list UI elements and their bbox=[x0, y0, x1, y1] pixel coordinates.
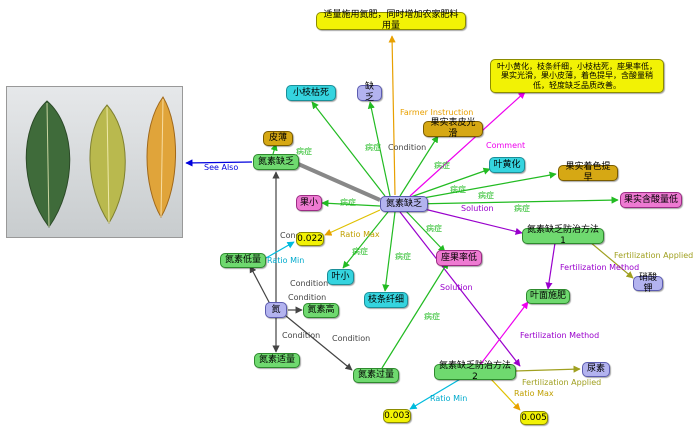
edge-condition-center bbox=[295, 161, 381, 202]
label-bingzheng-3: 病症 bbox=[434, 161, 450, 170]
label-comment: Comment bbox=[486, 141, 526, 150]
edge-guoliang-zuoguo bbox=[381, 261, 449, 369]
node-quefa[interactable]: 缺乏 bbox=[357, 82, 382, 103]
edge-yexiao bbox=[342, 211, 389, 269]
node-comment[interactable]: 叶小黄化，枝条纤细，小枝枯死，座果率低，果实光滑，果小皮薄，着色提早，含酸量稍低… bbox=[490, 59, 664, 93]
edge-zuoguo bbox=[404, 209, 446, 253]
edge-xiaozhi bbox=[311, 101, 386, 197]
node-leaf-deficiency[interactable]: 氮素缺乏 bbox=[253, 154, 299, 170]
label-condition-e: Condition bbox=[332, 334, 371, 343]
node-value-0022[interactable]: 0.022 bbox=[296, 232, 324, 246]
node-dan-guoliang[interactable]: 氮素过量 bbox=[353, 368, 399, 383]
edge-guoxiao bbox=[321, 199, 381, 207]
edge-comment bbox=[409, 91, 526, 197]
label-ratio-max-1: Ratio Max bbox=[340, 230, 380, 239]
node-value-0005[interactable]: 0.005 bbox=[520, 411, 548, 425]
label-condition-b: Condition bbox=[290, 279, 329, 288]
edge-fz2-yemian bbox=[479, 301, 529, 366]
node-hansuan-di[interactable]: 果实含酸量低 bbox=[620, 192, 682, 208]
label-farmer-instruction: Farmer Instruction bbox=[400, 108, 474, 117]
node-dan-gao[interactable]: 氮素高 bbox=[303, 303, 339, 318]
label-fert-method-1: Fertilization Method bbox=[560, 263, 640, 272]
node-guoxiao[interactable]: 果小 bbox=[296, 195, 322, 211]
edge-ratio-max-0022 bbox=[324, 209, 381, 236]
label-condition-center: Condition bbox=[388, 143, 427, 152]
edge-see-also bbox=[185, 159, 253, 167]
label-bingzheng-10: 病症 bbox=[340, 198, 356, 207]
label-see-also: See Also bbox=[204, 163, 239, 172]
label-ratio-min-1: Ratio Min bbox=[267, 256, 305, 265]
label-bingzheng-8: 病症 bbox=[395, 252, 411, 261]
label-condition-c: Condition bbox=[288, 293, 327, 302]
edge-huanghua bbox=[407, 167, 491, 199]
label-ratio-max-2: Ratio Max bbox=[514, 389, 554, 398]
edge-fz2-0005 bbox=[489, 377, 521, 411]
node-zhuose-tizao[interactable]: 果实着色提早 bbox=[558, 162, 618, 183]
node-dan-diliang[interactable]: 氮素低量 bbox=[220, 253, 266, 268]
label-bingzheng-1: 病症 bbox=[296, 147, 312, 156]
edge-solution-2 bbox=[399, 211, 521, 367]
edge-dan-dandi bbox=[249, 265, 271, 305]
node-xiaosuanjia[interactable]: 硝酸钾 bbox=[633, 273, 663, 294]
node-dan-shiliang[interactable]: 氮素适量 bbox=[254, 353, 300, 368]
edge-fz1-xsj bbox=[589, 241, 634, 279]
edge-ratio-min-0022 bbox=[265, 241, 295, 259]
node-value-0003[interactable]: 0.003 bbox=[383, 409, 411, 423]
label-condition-d: Condition bbox=[282, 331, 321, 340]
node-zhitiao-xianxi[interactable]: 枝条纤细 bbox=[364, 292, 408, 308]
label-ratio-min-2: Ratio Min bbox=[430, 394, 468, 403]
label-fert-method-2: Fertilization Method bbox=[520, 331, 600, 340]
edge-fz1-yemian bbox=[545, 242, 556, 290]
label-bingzheng-4: 病症 bbox=[450, 185, 466, 194]
edge-quefa bbox=[367, 101, 391, 197]
edge-zhitiao bbox=[382, 211, 396, 292]
node-pibo[interactable]: 皮薄 bbox=[263, 131, 293, 146]
label-bingzheng-7: 病症 bbox=[426, 224, 442, 233]
label-fert-applied-2: Fertilization Applied bbox=[522, 378, 602, 387]
edge-biaopi bbox=[399, 135, 439, 197]
label-bingzheng-11: 病症 bbox=[424, 312, 440, 321]
label-solution-1: Solution bbox=[461, 204, 494, 213]
node-dan[interactable]: 氮 bbox=[265, 302, 287, 318]
node-xiaozhi-kusi[interactable]: 小枝枯死 bbox=[286, 85, 336, 101]
node-guoshi-biaopi[interactable]: 果实表皮光滑 bbox=[423, 118, 483, 139]
node-fangzhi-2[interactable]: 氮素缺乏防治方法2 bbox=[434, 361, 516, 382]
edge-hansuan bbox=[411, 196, 619, 205]
label-bingzheng-2: 病症 bbox=[365, 143, 381, 152]
node-yemian-shifei[interactable]: 叶面施肥 bbox=[526, 289, 570, 304]
edge-fz2-0003 bbox=[409, 377, 463, 410]
label-solution-2: Solution bbox=[440, 283, 473, 292]
node-ye-huanghua[interactable]: 叶黄化 bbox=[489, 157, 525, 173]
edge-fz2-niaosu bbox=[514, 365, 581, 373]
node-fangzhi-1[interactable]: 氮素缺乏防治方法1 bbox=[522, 225, 604, 246]
edge-solution-1 bbox=[411, 205, 523, 235]
node-farmer-instruction[interactable]: 适量施用氮肥，同时增加农家肥料用量 bbox=[316, 10, 466, 31]
leaves-image bbox=[25, 96, 176, 228]
node-zuoguo-di[interactable]: 座果率低 bbox=[436, 250, 482, 266]
edge-farmer-instruction bbox=[388, 35, 396, 196]
label-bingzheng-9: 病症 bbox=[352, 247, 368, 256]
edge-dan-guoliang bbox=[285, 315, 353, 371]
label-bingzheng-5: 病症 bbox=[478, 191, 494, 200]
node-yexiao[interactable]: 叶小 bbox=[327, 269, 354, 285]
leaf-photo bbox=[6, 86, 183, 238]
label-bingzheng-6: 病症 bbox=[514, 204, 530, 213]
node-niaosu[interactable]: 尿素 bbox=[582, 362, 610, 377]
edge-zhuose bbox=[411, 171, 557, 201]
label-fert-applied-1: Fertilization Applied bbox=[614, 251, 694, 260]
node-center-deficiency[interactable]: 氮素缺乏 bbox=[380, 196, 428, 212]
